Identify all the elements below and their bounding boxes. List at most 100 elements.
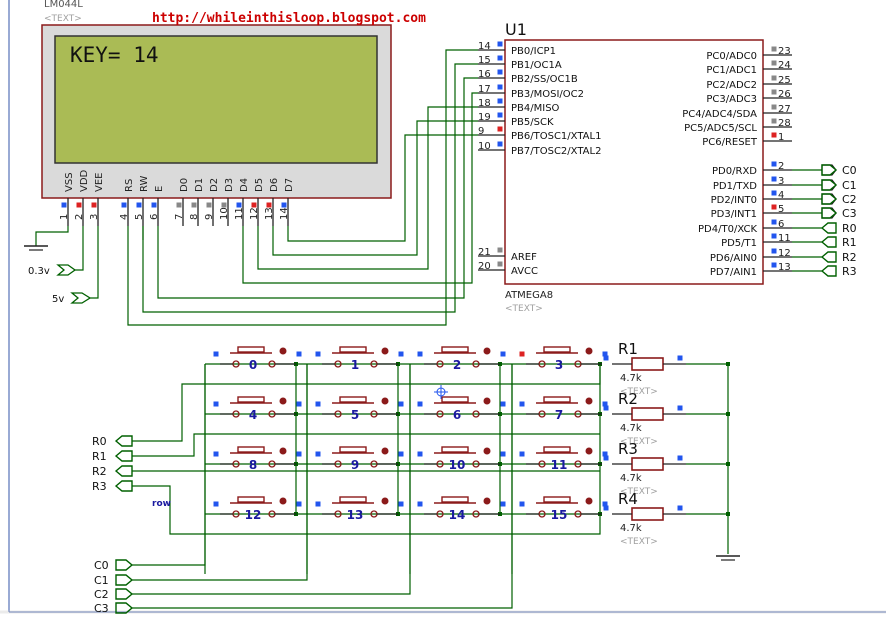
key-plunger <box>339 346 367 353</box>
lcd-pin-number: 13 <box>264 207 275 220</box>
key-pin-state <box>296 451 302 457</box>
key-pivot <box>483 497 491 505</box>
resistor-ref: R1 <box>618 340 638 358</box>
wire-vee-net <box>90 226 99 299</box>
mcu-pin-name: PC4/ADC4/SDA <box>682 109 757 120</box>
mcu-pin-name: PB1/OC1A <box>511 60 562 71</box>
key-plunger <box>339 396 367 403</box>
key-pivot <box>483 347 491 355</box>
output-terminal <box>821 164 837 176</box>
mcu-pin-name: PB0/ICP1 <box>511 46 556 57</box>
wire-vdd-net <box>75 226 84 271</box>
mcu-pin-name: AREF <box>511 252 537 263</box>
power-terminal <box>70 292 92 304</box>
resistor-pin-state <box>677 355 683 361</box>
key-label: 12 <box>245 508 262 522</box>
keypad-key-8[interactable]: 8 <box>213 446 302 472</box>
key-pivot <box>381 347 389 355</box>
mcu-pin-state <box>497 112 503 118</box>
blog-url-label: http://whileinthisloop.blogspot.com <box>152 11 426 26</box>
key-pin-state <box>417 401 423 407</box>
lcd-pin-number: 4 <box>119 214 130 220</box>
mcu-pin-state <box>771 219 777 225</box>
lcd-pin-state <box>151 202 157 208</box>
keypad-key-15[interactable]: 15 <box>519 496 608 522</box>
wire-rs <box>127 49 478 326</box>
wire-c1 <box>132 364 308 581</box>
mcu-pin-state <box>497 98 503 104</box>
mcu-body[interactable] <box>504 39 764 285</box>
key-pin-state <box>213 401 219 407</box>
mcu-pin-number: 4 <box>778 190 784 201</box>
key-pin-state <box>213 351 219 357</box>
mcu-pin-number: 19 <box>478 112 491 123</box>
key-pin-state <box>398 501 404 507</box>
output-terminal <box>821 207 837 219</box>
mcu-pin-state <box>771 118 777 124</box>
mcu-terminal-label: C0 <box>842 164 857 177</box>
output-terminal-shape <box>821 193 838 205</box>
resistor-r2[interactable]: R24.7k<TEXT> <box>603 390 687 447</box>
pull-down-resistors[interactable]: R14.7k<TEXT>R24.7k<TEXT>R34.7k<TEXT>R44.… <box>603 340 687 547</box>
lcd-pin-number: 1 <box>59 214 70 220</box>
key-pivot <box>381 497 389 505</box>
lcd-module[interactable]: LM044L<TEXT>KEY= 14VSS1VDD2VEE3RS4RW5E6D… <box>41 0 392 226</box>
key-label: 6 <box>453 408 461 422</box>
key-pin-state <box>213 501 219 507</box>
keypad-key-12[interactable]: 12 <box>213 496 302 522</box>
resistor-r1[interactable]: R14.7k<TEXT> <box>603 340 687 397</box>
keypad-key-9[interactable]: 9 <box>315 446 404 472</box>
key-pin-state <box>519 401 525 407</box>
lcd-pin-state <box>91 202 97 208</box>
lcd-pin-state <box>121 202 127 208</box>
key-pin-state <box>296 351 302 357</box>
mcu-pin-number: 5 <box>778 204 784 215</box>
mcu-pin-name: PC3/ADC3 <box>706 94 757 105</box>
mcu-pin-number: 9 <box>478 126 484 137</box>
column-terminal-label: C3 <box>94 602 109 615</box>
keypad-key-14[interactable]: 14 <box>417 496 506 522</box>
keypad-key-7[interactable]: 7 <box>519 396 608 422</box>
key-label: 11 <box>551 458 568 472</box>
resistor-body <box>631 457 664 471</box>
mcu-terminal-label: R2 <box>842 251 857 264</box>
key-plunger <box>237 446 265 453</box>
lcd-pin-number: 12 <box>249 207 260 220</box>
resistor-pin-state <box>677 405 683 411</box>
row-terminal <box>114 450 133 462</box>
keypad-key-3[interactable]: 3 <box>519 346 608 372</box>
mcu-pin-number: 14 <box>478 41 491 52</box>
key-pin-state <box>398 451 404 457</box>
mcu-pin-number: 2 <box>778 161 784 172</box>
keypad-key-10[interactable]: 10 <box>417 446 506 472</box>
lcd-pin-name-vss: VSS <box>64 172 75 192</box>
key-label: 0 <box>249 358 257 372</box>
keypad-key-0[interactable]: 0 <box>213 346 302 372</box>
resistor-r4[interactable]: R44.7k<TEXT> <box>603 490 687 547</box>
keypad-key-6[interactable]: 6 <box>417 396 506 422</box>
keypad-key-1[interactable]: 1 <box>315 346 404 372</box>
mcu-pin-state <box>771 104 777 110</box>
lcd-pin-name-d5: D5 <box>254 178 265 192</box>
keypad-key-11[interactable]: 11 <box>519 446 608 472</box>
resistor-r3[interactable]: R34.7k<TEXT> <box>603 440 687 497</box>
wire-d4 <box>242 92 478 284</box>
key-pin-state <box>417 351 423 357</box>
keypad-key-2[interactable]: 2 <box>417 346 506 372</box>
column-terminal <box>115 588 134 600</box>
keypad-key-4[interactable]: 4 <box>213 396 302 422</box>
key-label: 2 <box>453 358 461 372</box>
key-label: 8 <box>249 458 257 472</box>
key-pivot <box>381 397 389 405</box>
key-plunger <box>543 446 571 453</box>
lcd-pin-state <box>191 202 197 208</box>
row-note-label: row <box>152 499 171 509</box>
keypad-key-5[interactable]: 5 <box>315 396 404 422</box>
mcu-pin-state <box>771 46 777 52</box>
keypad-key-13[interactable]: 13 <box>315 496 404 522</box>
key-pin-state <box>519 501 525 507</box>
mcu-pin-state <box>497 84 503 90</box>
lcd-pin-state <box>176 202 182 208</box>
